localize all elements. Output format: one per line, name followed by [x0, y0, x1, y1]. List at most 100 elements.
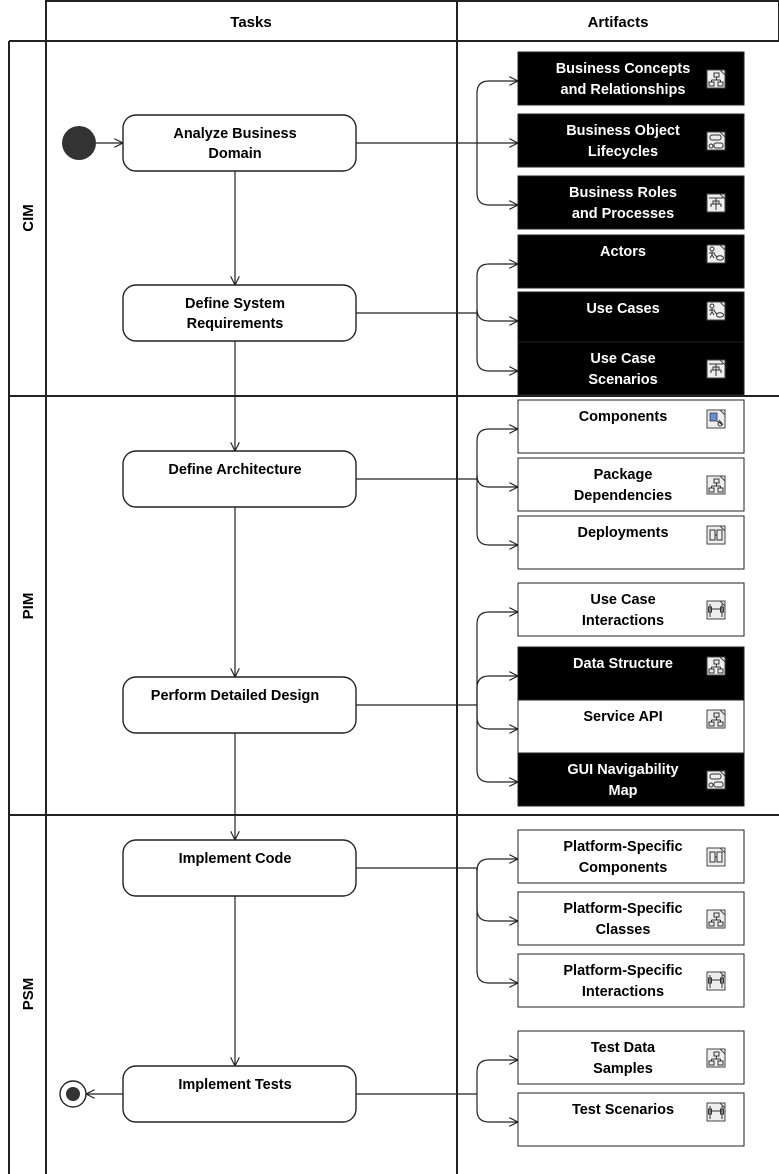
artifact-box [517, 582, 745, 637]
artifact-label: Scenarios [588, 372, 657, 388]
artifact-datastructure: Data Structure [517, 646, 745, 701]
artifact-label: Test Data [591, 1040, 656, 1056]
task-label: Perform Detailed Design [151, 688, 319, 704]
class-diagram-icon [706, 709, 726, 729]
sequence-diagram-icon [706, 1102, 726, 1122]
final-node-core [66, 1087, 80, 1101]
artifact-usecases: Use Cases [517, 291, 745, 346]
artifact-label: Map [609, 783, 638, 799]
object-flow-edge [476, 313, 518, 371]
artifact-box [517, 399, 745, 454]
object-flow-edge [476, 705, 518, 782]
artifact-box [517, 699, 745, 754]
artifact-box [517, 113, 745, 168]
lane-label-psm: PSM [20, 978, 37, 1011]
artifact-deployments: Deployments [517, 515, 745, 570]
deployment-diagram-icon [706, 525, 726, 545]
class-diagram-icon [706, 69, 726, 89]
artifact-label: Samples [593, 1061, 653, 1077]
object-flow-edge [476, 705, 518, 729]
icon-frame [706, 600, 726, 620]
artifact-label: Business Concepts [556, 61, 691, 77]
artifact-label: Interactions [582, 613, 664, 629]
object-flow-edge [476, 868, 518, 983]
artifact-box [517, 646, 745, 701]
object-flow-edge [476, 859, 518, 872]
object-flow-edge [476, 1060, 518, 1094]
task-box [122, 284, 357, 342]
artifact-box [517, 51, 745, 106]
artifact-label: Use Case [590, 592, 655, 608]
artifact-testscenarios: Test Scenarios [517, 1092, 745, 1147]
object-flow-edge [476, 676, 518, 705]
object-flow-edge [476, 308, 518, 321]
artifact-label: Deployments [577, 525, 668, 541]
artifact-label: Platform-Specific [563, 839, 682, 855]
state-diagram-icon [706, 770, 726, 790]
task-label: Analyze Business [173, 126, 296, 142]
object-flow-edge [476, 264, 518, 313]
initial-node [62, 126, 96, 160]
icon-frame [706, 244, 726, 264]
artifact-label: Classes [596, 922, 651, 938]
sequence-diagram-icon [706, 600, 726, 620]
object-flow-edge [476, 474, 518, 487]
artifact-box [517, 341, 745, 396]
icon-frame [706, 1102, 726, 1122]
artifact-label: Platform-Specific [563, 963, 682, 979]
component-diagram-icon [706, 409, 726, 429]
task-label: Requirements [187, 316, 284, 332]
task-box [122, 114, 357, 172]
artifact-label: Business Roles [569, 185, 677, 201]
object-flow-edge [476, 81, 518, 143]
artifact-box [517, 515, 745, 570]
column-header-tasks: Tasks [230, 14, 271, 31]
use-case-diagram-icon [706, 244, 726, 264]
task-label: Define Architecture [168, 462, 301, 478]
lane-label-pim: PIM [20, 593, 37, 620]
artifact-box [517, 1092, 745, 1147]
task-box [122, 839, 357, 897]
artifact-label: Interactions [582, 984, 664, 1000]
artifact-label: Components [579, 409, 668, 425]
task-box [122, 450, 357, 508]
task-label: Implement Tests [178, 1077, 291, 1093]
swimlane-grid [8, 0, 779, 1174]
task-design: Perform Detailed Design [122, 676, 357, 734]
lane-label-cim: CIM [20, 204, 37, 232]
column-header-artifacts: Artifacts [588, 14, 649, 31]
icon-frame [706, 971, 726, 991]
artifact-label: Business Object [566, 123, 680, 139]
object-flow-edge [476, 143, 518, 205]
activity-diagram-icon [706, 359, 726, 379]
artifact-box [517, 175, 745, 230]
deployment-diagram-icon [706, 847, 726, 867]
task-box [122, 1065, 357, 1123]
artifact-box [517, 291, 745, 346]
artifact-label: GUI Navigability [567, 762, 678, 778]
artifact-label: Package [594, 467, 653, 483]
artifact-box [517, 1030, 745, 1085]
artifact-label: Test Scenarios [572, 1102, 674, 1118]
artifact-label: Components [579, 860, 668, 876]
artifact-label: Use Cases [586, 301, 659, 317]
sequence-diagram-icon [706, 971, 726, 991]
class-diagram-icon [706, 656, 726, 676]
artifact-label: Actors [600, 244, 646, 260]
task-arch: Define Architecture [122, 450, 357, 508]
object-flow-edge [476, 868, 518, 921]
state-diagram-icon [706, 131, 726, 151]
